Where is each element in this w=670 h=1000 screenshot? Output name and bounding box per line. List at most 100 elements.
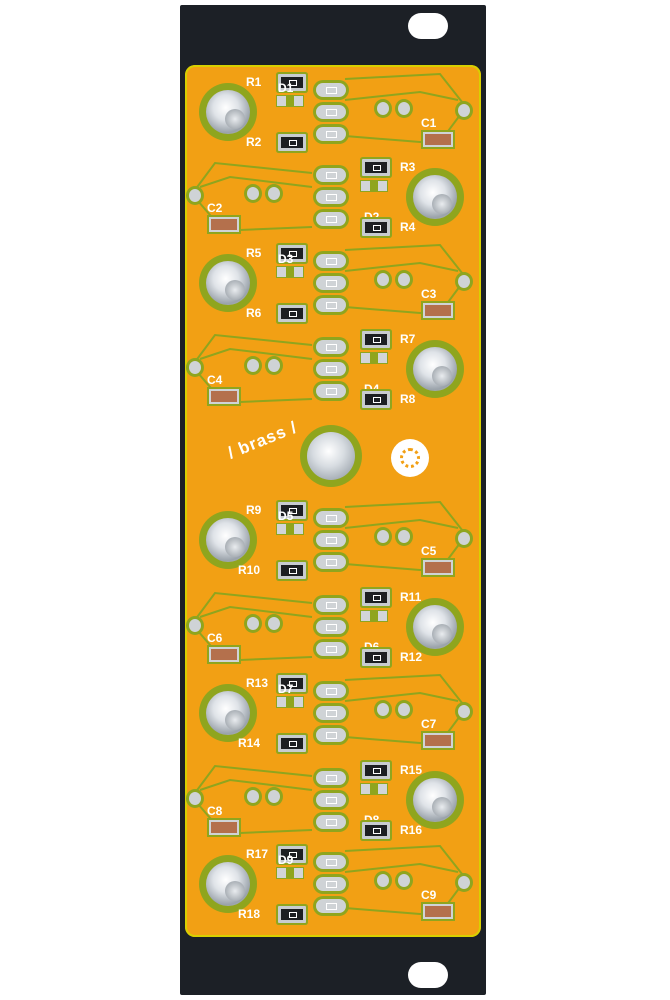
via-pad: [377, 273, 389, 286]
diode: [276, 867, 304, 879]
trace: [199, 347, 313, 360]
trace: [190, 591, 313, 660]
capacitor: [423, 733, 453, 748]
jack-hole: [225, 280, 245, 300]
connector-pad: [316, 362, 346, 376]
capacitor-label: C7: [421, 717, 437, 731]
center-mounting-post: [300, 425, 362, 487]
via-pad: [268, 187, 280, 200]
trace: [344, 673, 468, 744]
connector-pad: [316, 105, 346, 119]
jack-socket[interactable]: [199, 83, 257, 141]
resistor-label: R5: [246, 246, 262, 260]
resistor: [278, 134, 306, 151]
resistor: [362, 762, 390, 779]
jack-hole: [225, 881, 245, 901]
trace: [344, 261, 459, 272]
via-pad: [247, 617, 259, 630]
diode: [276, 523, 304, 535]
resistor: [362, 391, 390, 408]
connector-pad: [316, 684, 346, 698]
connector-pad: [316, 728, 346, 742]
connector-pad: [316, 190, 346, 204]
jack-nut: [206, 90, 250, 134]
jack-hole: [225, 109, 245, 129]
connector-pad: [316, 771, 346, 785]
capacitor-label: C3: [421, 287, 437, 301]
trace: [239, 656, 313, 661]
via-pad: [268, 790, 280, 803]
jack-socket[interactable]: [406, 598, 464, 656]
capacitor: [423, 132, 453, 147]
resistor: [278, 502, 306, 519]
via-pad: [398, 273, 410, 286]
capacitor: [209, 647, 239, 662]
connector-pad: [316, 511, 346, 525]
resistor-label: R1: [246, 75, 262, 89]
resistor-label: R16: [400, 823, 423, 837]
trace: [344, 500, 468, 571]
center-post-nut: [307, 432, 355, 480]
trace: [239, 829, 313, 834]
jack-nut: [413, 175, 457, 219]
connector-pad: [316, 384, 346, 398]
diode: [360, 180, 388, 192]
diode: [276, 95, 304, 107]
resistor-label: R17: [246, 847, 269, 861]
resistor-label: R4: [400, 220, 416, 234]
resistor-label: R15: [400, 763, 423, 777]
connector-pad: [316, 555, 346, 569]
via-pad: [398, 874, 410, 887]
connector-pad: [316, 642, 346, 656]
via-pad: [458, 532, 470, 545]
via-pad: [268, 359, 280, 372]
resistor-label: R11: [400, 590, 422, 604]
jack-nut: [206, 261, 250, 305]
diode-label: D5: [278, 509, 294, 523]
connector-pad: [316, 340, 346, 354]
resistor-label: R7: [400, 332, 416, 346]
via-pad: [398, 102, 410, 115]
jack-socket[interactable]: [199, 511, 257, 569]
jack-hole: [225, 710, 245, 730]
diode-label: D1: [278, 81, 294, 95]
jack-socket[interactable]: [406, 168, 464, 226]
resistor-label: R6: [246, 306, 262, 320]
resistor-label: R12: [400, 650, 423, 664]
via-pad: [247, 790, 259, 803]
capacitor-label: C4: [207, 373, 223, 387]
trace: [344, 844, 468, 915]
trace: [344, 691, 459, 702]
logo-icon: [391, 439, 429, 477]
diode: [360, 610, 388, 622]
resistor: [278, 562, 306, 579]
via-pad: [268, 617, 280, 630]
connector-pad: [316, 168, 346, 182]
trace: [190, 161, 313, 230]
jack-socket[interactable]: [199, 855, 257, 913]
trace: [199, 778, 313, 791]
resistor: [278, 846, 306, 863]
connector-pad: [316, 83, 346, 97]
diode: [276, 696, 304, 708]
via-pad: [458, 104, 470, 117]
resistor: [362, 219, 390, 236]
trace: [239, 398, 313, 403]
jack-socket[interactable]: [199, 684, 257, 742]
resistor: [278, 675, 306, 692]
jack-nut: [413, 778, 457, 822]
trace: [344, 243, 468, 314]
jack-socket[interactable]: [406, 771, 464, 829]
resistor: [362, 822, 390, 839]
via-pad: [398, 703, 410, 716]
jack-socket[interactable]: [199, 254, 257, 312]
connector-pad: [316, 598, 346, 612]
diode-label: D7: [278, 682, 294, 696]
trace: [199, 605, 313, 618]
via-pad: [377, 703, 389, 716]
jack-socket[interactable]: [406, 340, 464, 398]
connector-pad: [316, 298, 346, 312]
via-pad: [458, 876, 470, 889]
resistor: [278, 74, 306, 91]
resistor-label: R2: [246, 135, 262, 149]
